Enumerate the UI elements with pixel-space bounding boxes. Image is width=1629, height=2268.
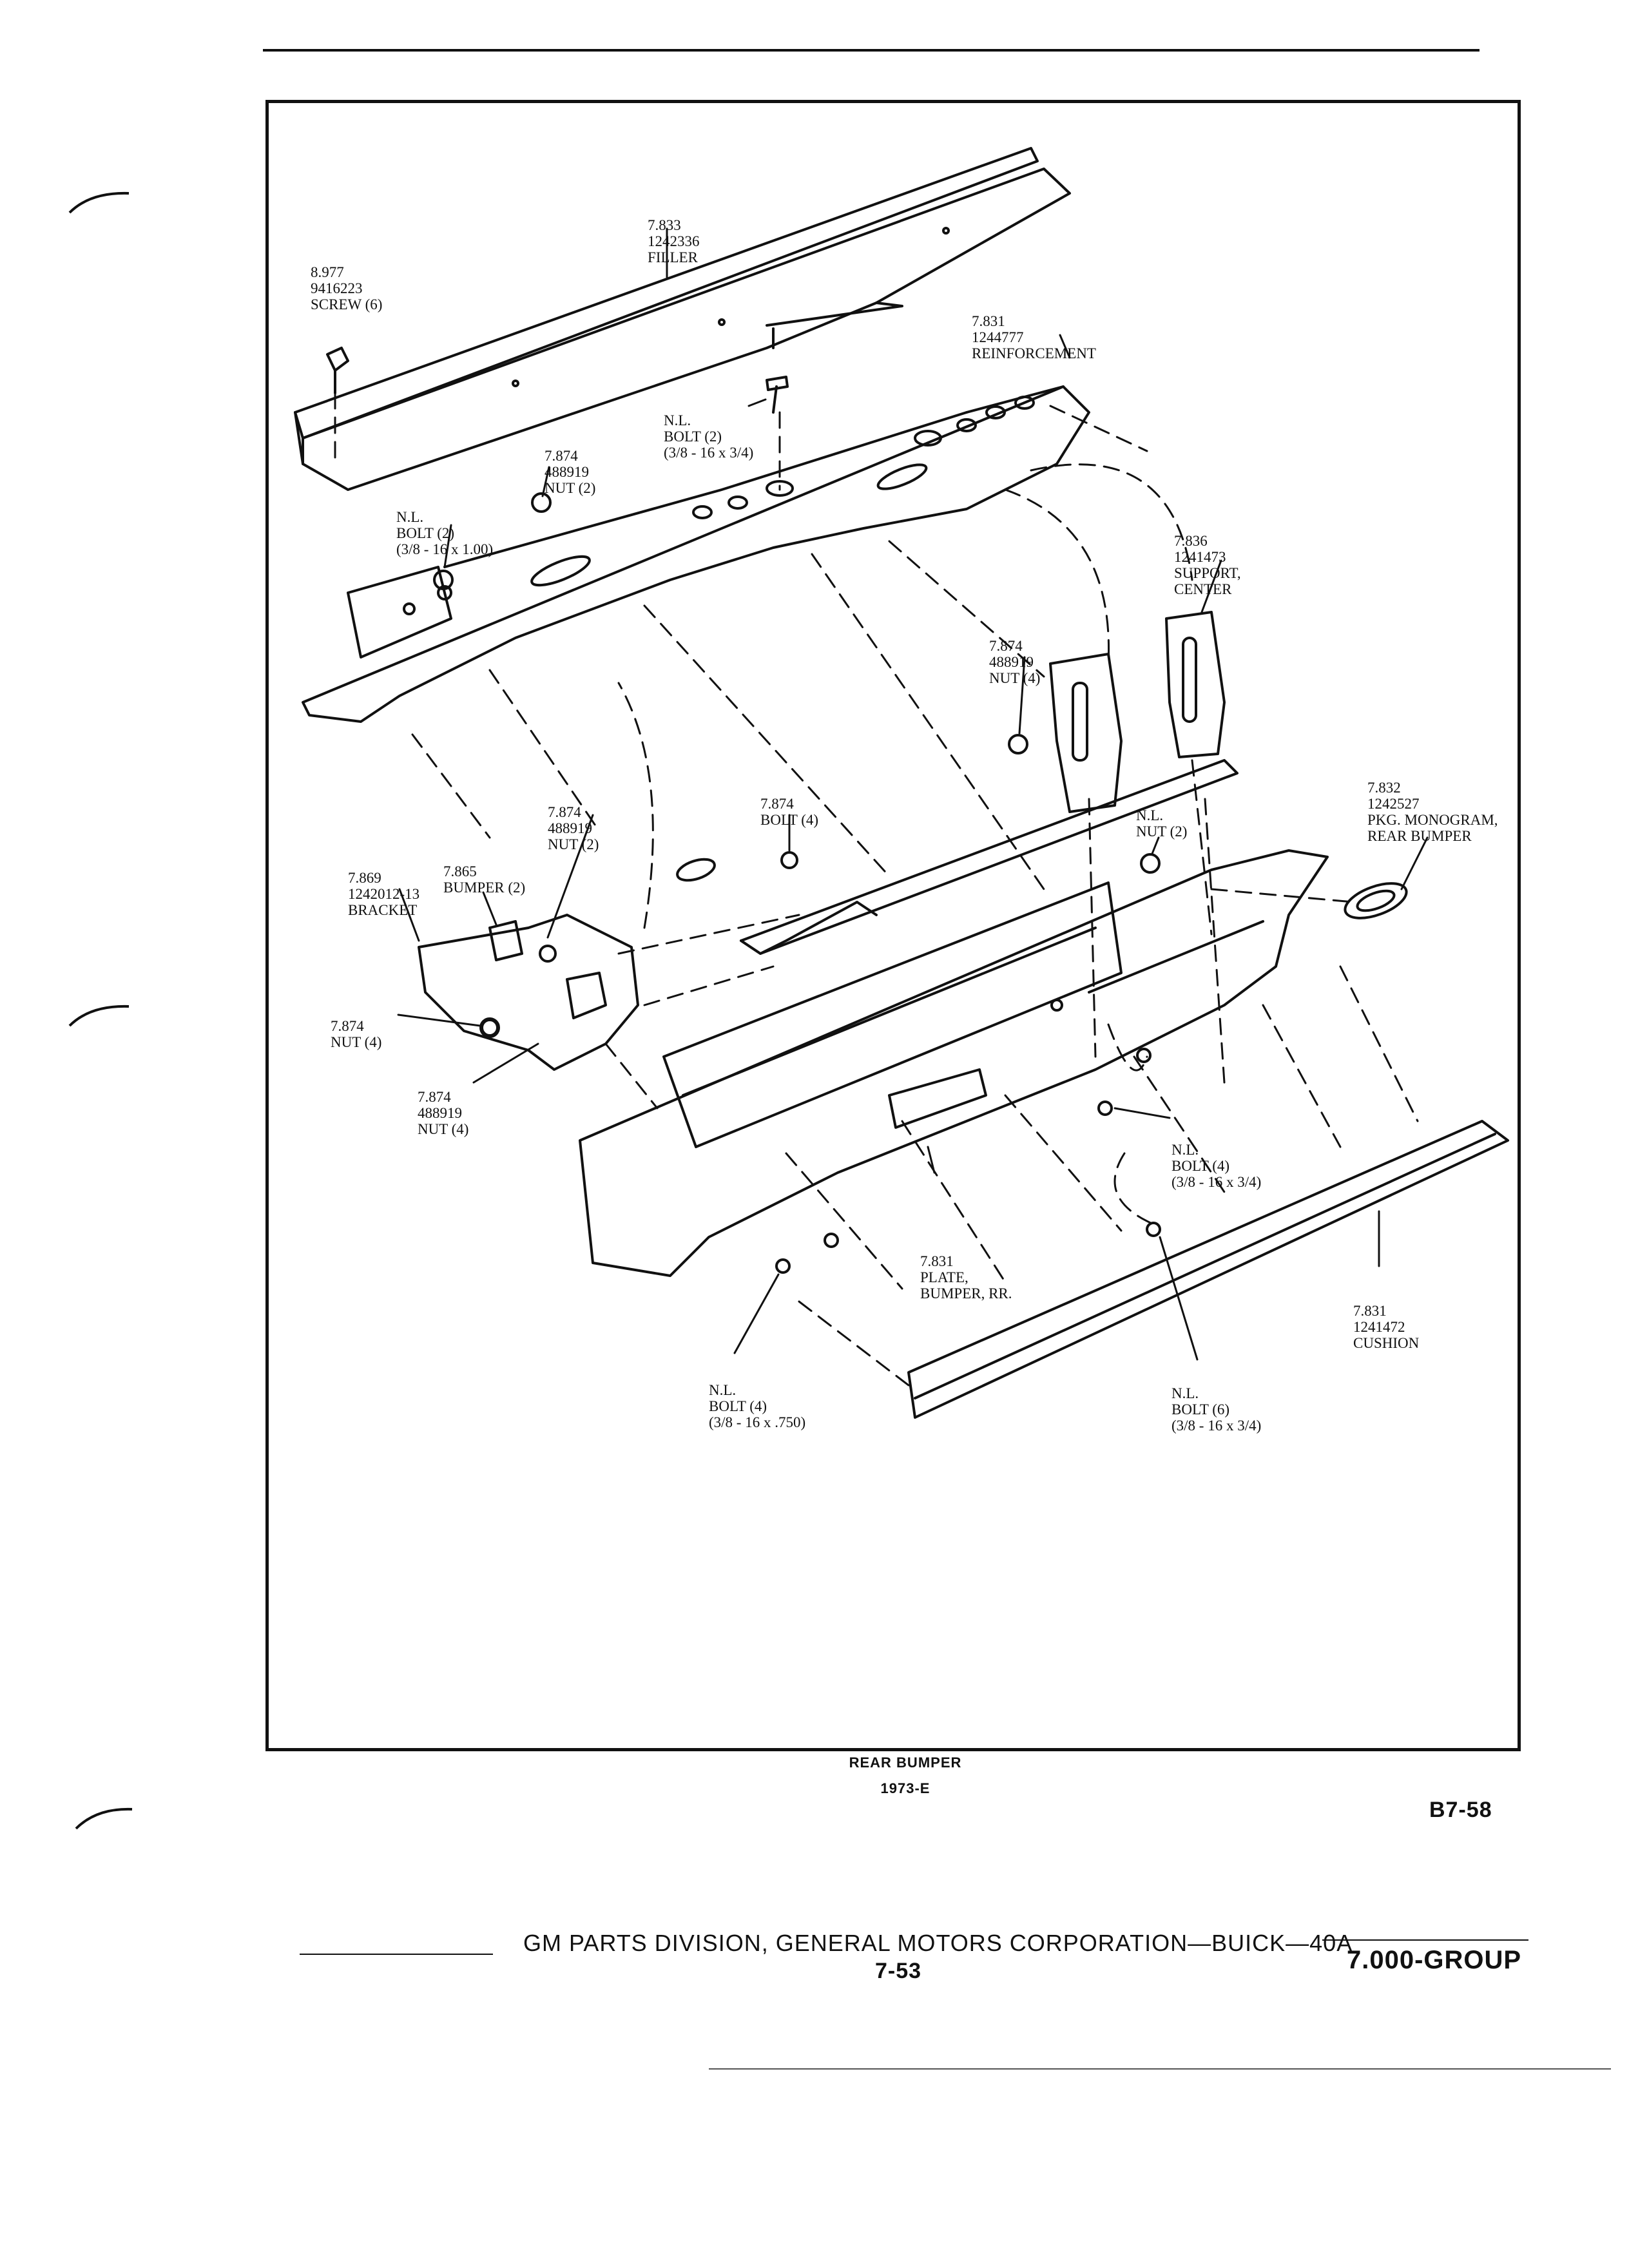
footer-text: GM PARTS DIVISION, GENERAL MOTORS CORPOR… xyxy=(523,1930,1353,1956)
bumper-face-bar xyxy=(579,849,1329,1277)
footer-rule-right xyxy=(1322,1939,1528,1941)
top-rule xyxy=(263,49,1480,52)
footer-group: 7.000-GROUP xyxy=(1347,1946,1522,1974)
footer-page-number: 7-53 xyxy=(875,1959,922,1983)
diagram-year: 1973-E xyxy=(880,1780,930,1796)
callout-nl-bolt-top: N.L.BOLT (2)(3/8 - 16 x 3/4) xyxy=(664,412,754,461)
bracket-part xyxy=(418,914,639,1071)
callout-nl-nut: N.L.NUT (2) xyxy=(1136,807,1188,840)
reinforcement-part xyxy=(302,385,1090,723)
bottom-rule xyxy=(709,2068,1611,2070)
fasteners xyxy=(326,347,1161,1274)
callout-nl-bolt-bottom: N.L.BOLT (4)(3/8 - 16 x .750) xyxy=(709,1382,806,1430)
callout-nl-bolt-right: N.L.BOLT (4)(3/8 - 16 x 3/4) xyxy=(1171,1142,1262,1190)
assembly-dash-lines xyxy=(334,392,1419,1387)
page-reference: B7-58 xyxy=(1429,1798,1492,1822)
monogram-emblem xyxy=(1344,882,1408,919)
diagram-title: REAR BUMPER xyxy=(849,1754,962,1771)
filler-part xyxy=(294,147,1071,491)
callout-nl-bolt-left: N.L.BOLT (2)(3/8 - 16 x 1.00) xyxy=(396,509,494,557)
cushion-part xyxy=(907,1120,1509,1419)
mounting-rail xyxy=(676,759,1239,955)
callout-nl-bolt-6: N.L.BOLT (6)(3/8 - 16 x 3/4) xyxy=(1171,1385,1262,1434)
diagram-frame xyxy=(265,100,1521,1751)
leader-lines xyxy=(397,227,1429,1361)
footer-rule-left xyxy=(300,1954,493,1955)
